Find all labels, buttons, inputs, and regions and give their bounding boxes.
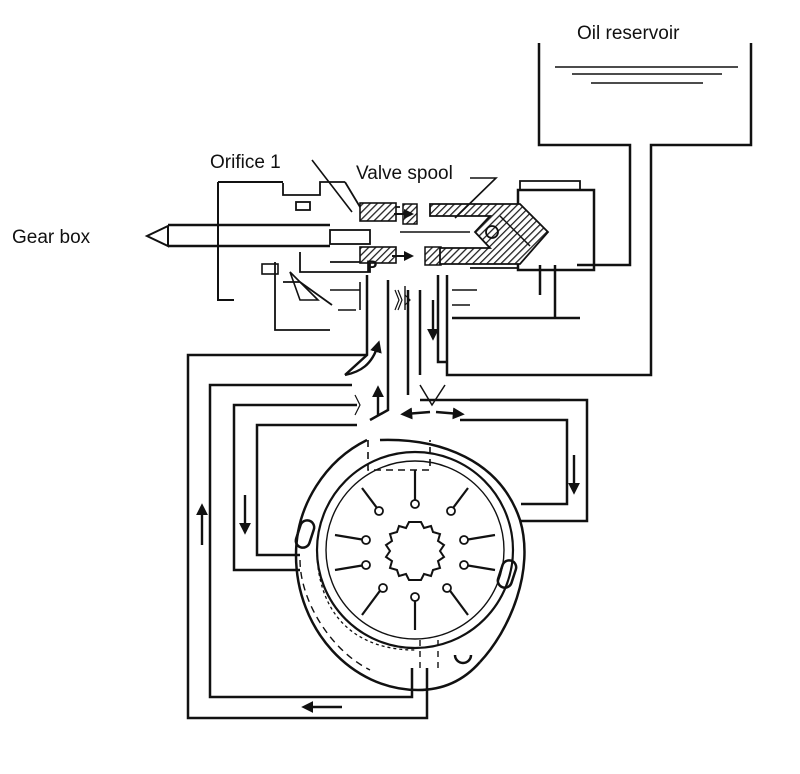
pressure-port-label: P bbox=[366, 257, 378, 276]
orifice-1-label: Orifice 1 bbox=[210, 152, 281, 173]
oil-reservoir-label: Oil reservoir bbox=[577, 23, 680, 44]
spool-flow-arrows bbox=[392, 209, 414, 261]
valve-spool-label: Valve spool bbox=[356, 163, 453, 184]
pump-circuits bbox=[186, 353, 589, 720]
valve-spool-body bbox=[329, 202, 550, 266]
pump-rotor bbox=[315, 450, 515, 651]
drive-gear bbox=[384, 521, 446, 581]
valve-passages bbox=[344, 265, 580, 422]
gear-box-shaft bbox=[144, 223, 330, 248]
flow-arrows bbox=[196, 300, 580, 713]
label-leaders bbox=[311, 159, 498, 219]
vane-tips bbox=[361, 499, 469, 602]
gear-box-label: Gear box bbox=[12, 227, 91, 248]
oil-reservoir-tank bbox=[445, 43, 753, 377]
